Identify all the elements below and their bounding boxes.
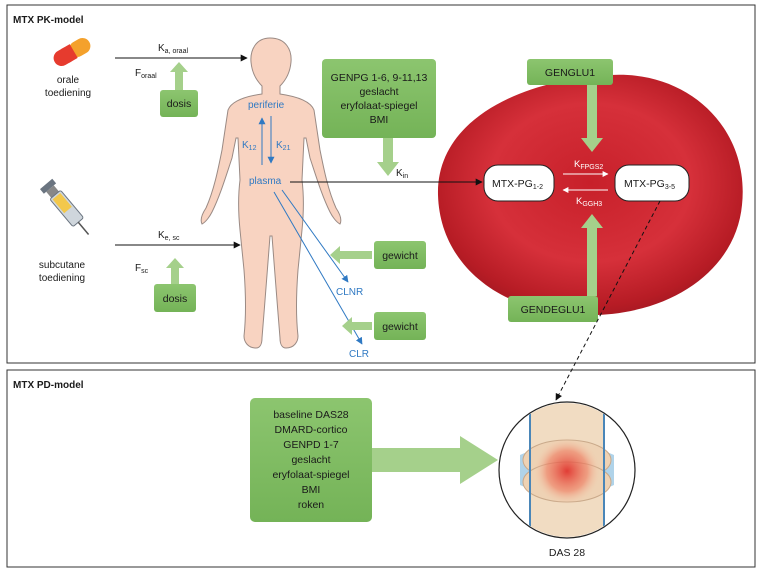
red-blood-cell	[437, 74, 743, 316]
f-sc-label: Fsc	[135, 263, 149, 275]
genglu1-box	[527, 59, 613, 85]
pd-covariate-5: BMI	[302, 484, 321, 496]
pk-covariates-box	[322, 59, 436, 138]
gewicht-box-1	[374, 241, 426, 269]
k21-label: K21	[276, 140, 291, 152]
pk-covariate-2: eryfolaat-spiegel	[340, 100, 417, 112]
plasma-label: plasma	[249, 176, 282, 187]
k12-label: K12	[242, 140, 257, 152]
clnr-label: CLNR	[336, 287, 363, 298]
kfpgs-label: KFPGS2	[574, 159, 603, 171]
sc-dose-arrow	[166, 258, 184, 284]
pg-to-das28-arrow	[555, 200, 661, 401]
gendeglu1-label: GENDEGLU1	[521, 304, 586, 316]
syringe-icon	[40, 178, 90, 235]
sc-route-label-2: toediening	[39, 273, 85, 284]
oral-dose-box	[160, 90, 198, 117]
genglu1-arrow	[581, 85, 603, 152]
pk-panel-title: MTX PK-model	[13, 15, 84, 26]
kin-covariate-arrow	[377, 138, 399, 176]
gendeglu1-box	[508, 296, 598, 322]
pd-covariates-arrow	[372, 436, 498, 484]
knee-joint-icon	[498, 401, 636, 539]
mtx-pg35-box	[614, 164, 690, 202]
pd-panel-title: MTX PD-model	[13, 380, 84, 391]
clnr-arrow	[281, 189, 349, 283]
gewicht-box-2	[374, 312, 426, 340]
pd-covariate-3: geslacht	[291, 454, 330, 466]
pd-covariate-1: DMARD-cortico	[275, 424, 348, 436]
mtx-pg12-label: MTX-PG1-2	[492, 178, 543, 191]
periferie-label: periferie	[248, 100, 285, 111]
pd-covariate-2: GENPD 1-7	[283, 439, 339, 451]
oral-route-label-2: toediening	[45, 88, 91, 99]
pd-covariate-4: eryfolaat-spiegel	[272, 469, 349, 481]
gewicht-label-1: gewicht	[382, 250, 418, 262]
f-oral-label: Foraal	[135, 68, 157, 80]
oral-route-label-1: orale	[57, 75, 80, 86]
human-body	[200, 37, 342, 349]
gewicht-label-2: gewicht	[382, 321, 418, 333]
kin-label: Kin	[396, 168, 408, 180]
pd-covariate-0: baseline DAS28	[273, 409, 348, 421]
clr-label: CLR	[349, 349, 369, 360]
pk-covariate-1: geslacht	[359, 86, 398, 98]
pd-covariate-6: roken	[298, 499, 324, 511]
sc-dose-box	[154, 284, 196, 312]
ke-sc-label: Ke, sc	[158, 230, 180, 242]
pill-icon	[53, 38, 91, 66]
pd-covariates-box	[250, 398, 372, 522]
mtx-pg12-box	[483, 164, 555, 202]
sc-dose-label: dosis	[163, 293, 188, 305]
mtx-pg35-label: MTX-PG3-5	[624, 178, 675, 191]
oral-dose-label: dosis	[167, 98, 192, 110]
pk-covariate-0: GENPG 1-6, 9-11,13	[331, 72, 428, 84]
genglu1-label: GENGLU1	[545, 67, 595, 79]
sc-route-label-1: subcutane	[39, 260, 86, 271]
das28-label: DAS 28	[549, 547, 585, 559]
pk-covariate-3: BMI	[370, 114, 389, 126]
ka-oral-label: Ka, oraal	[158, 43, 188, 55]
gewicht-arrow-1	[330, 246, 372, 264]
gendeglu1-arrow	[581, 214, 603, 296]
gewicht-arrow-2	[342, 317, 372, 335]
clr-arrow	[273, 191, 363, 345]
kggh-label: KGGH3	[576, 196, 602, 208]
oral-dose-arrow	[170, 62, 188, 90]
